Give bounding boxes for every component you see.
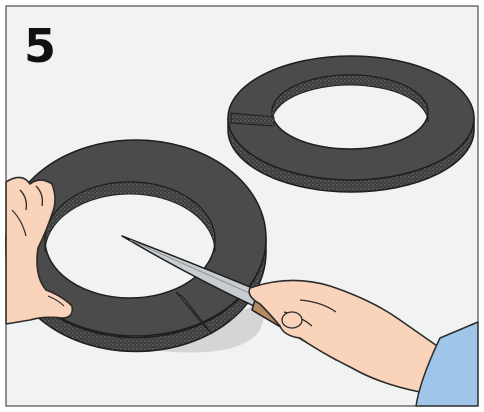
step-number: 5 xyxy=(24,19,56,73)
